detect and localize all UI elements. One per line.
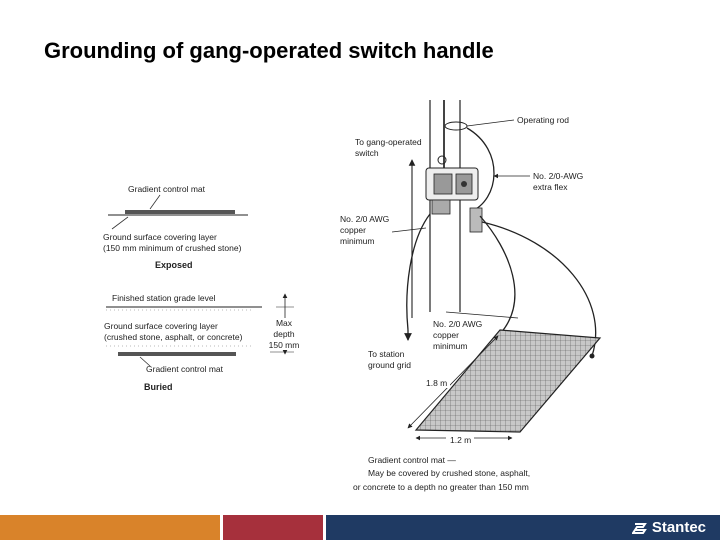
buried-detail: Finished station grade level Ground surf…: [104, 293, 304, 392]
exposed-layer-leader: [111, 216, 129, 230]
exposed-detail: Gradient control mat Ground surface cove…: [103, 184, 248, 270]
depth-label-2: depth: [273, 329, 295, 339]
ground-clamp: [469, 207, 483, 233]
handle-grip: [431, 199, 451, 215]
mat-note-1: Gradient control mat —: [368, 455, 456, 465]
exposed-caption: Exposed: [155, 260, 193, 270]
stantec-logo-text: Stantec: [651, 519, 706, 536]
rod-clamp: [444, 121, 468, 131]
copper-a-label-2: copper: [340, 225, 366, 235]
exposed-layer-label-1: Ground surface covering layer: [103, 232, 217, 242]
handle-bracket-left: [433, 173, 453, 195]
copper-a-label-3: minimum: [340, 236, 374, 246]
buried-layer-label-2: (crushed stone, asphalt, or concrete): [104, 332, 243, 342]
to-switch-label-2: switch: [355, 148, 379, 158]
footer-navy-segment: [326, 515, 720, 540]
copper-a-label-1: No. 2/0 AWG: [340, 214, 389, 224]
operating-rod-leader: [466, 119, 515, 127]
length-label-bg: [424, 376, 450, 388]
length-label: 1.8 m: [426, 378, 447, 388]
copper-a-leader: [391, 227, 427, 233]
to-grid-label-2: ground grid: [368, 360, 411, 370]
mat-note-3: or concrete to a depth no greater than 1…: [353, 482, 529, 492]
mat-conductor-near: [479, 215, 516, 335]
to-grid-label-1: To station: [368, 349, 405, 359]
copper-b-label-2: copper: [433, 330, 459, 340]
footer-red-segment: [223, 515, 323, 540]
buried-mat: [118, 352, 236, 356]
exposed-mat-leader: [149, 194, 161, 210]
mat-conductor-far: [481, 221, 597, 357]
exposed-mat-label: Gradient control mat: [128, 184, 206, 194]
width-label: 1.2 m: [450, 435, 471, 445]
copper-b-leader: [445, 311, 519, 319]
buried-mat-leader: [139, 356, 151, 367]
buried-caption: Buried: [144, 382, 173, 392]
buried-layer-label-1: Ground surface covering layer: [104, 321, 218, 331]
stantec-logo: Stantec: [631, 518, 706, 537]
mat-connection-far: [589, 353, 595, 359]
exposed-mat: [125, 210, 235, 214]
operating-rod-label: Operating rod: [517, 115, 569, 125]
mat-note-2: May be covered by crushed stone, asphalt…: [368, 468, 530, 478]
buried-mat-label: Gradient control mat: [146, 364, 224, 374]
handle-bolt: [437, 155, 447, 165]
slide-title: Grounding of gang-operated switch handle: [44, 38, 494, 63]
depth-label-bg: [264, 318, 304, 350]
depth-label-1: Max: [276, 318, 293, 328]
footer-orange-segment: [0, 515, 220, 540]
station-ground-conductor: [406, 213, 431, 331]
switch-handle-detail: Operating rod No. 2/0-AWG extra flex To …: [340, 100, 602, 492]
extra-flex-label-2: extra flex: [533, 182, 568, 192]
exposed-layer-label-2: (150 mm minimum of crushed stone): [103, 243, 242, 253]
depth-label-3: 150 mm: [269, 340, 300, 350]
footer-bar: Stantec: [0, 515, 720, 540]
extra-flex-label-1: No. 2/0-AWG: [533, 171, 583, 181]
copper-b-label-3: minimum: [433, 341, 467, 351]
copper-b-label-1: No. 2/0 AWG: [433, 319, 482, 329]
buried-grade-label: Finished station grade level: [112, 293, 216, 303]
stantec-logo-icon: [631, 522, 647, 534]
grounding-diagram: Gradient control mat Ground surface cove…: [103, 100, 602, 492]
length-dimension-line: [407, 335, 499, 429]
width-label-bg: [446, 433, 474, 445]
handle-pivot: [461, 181, 467, 187]
to-switch-label-1: To gang-operated: [355, 137, 422, 147]
